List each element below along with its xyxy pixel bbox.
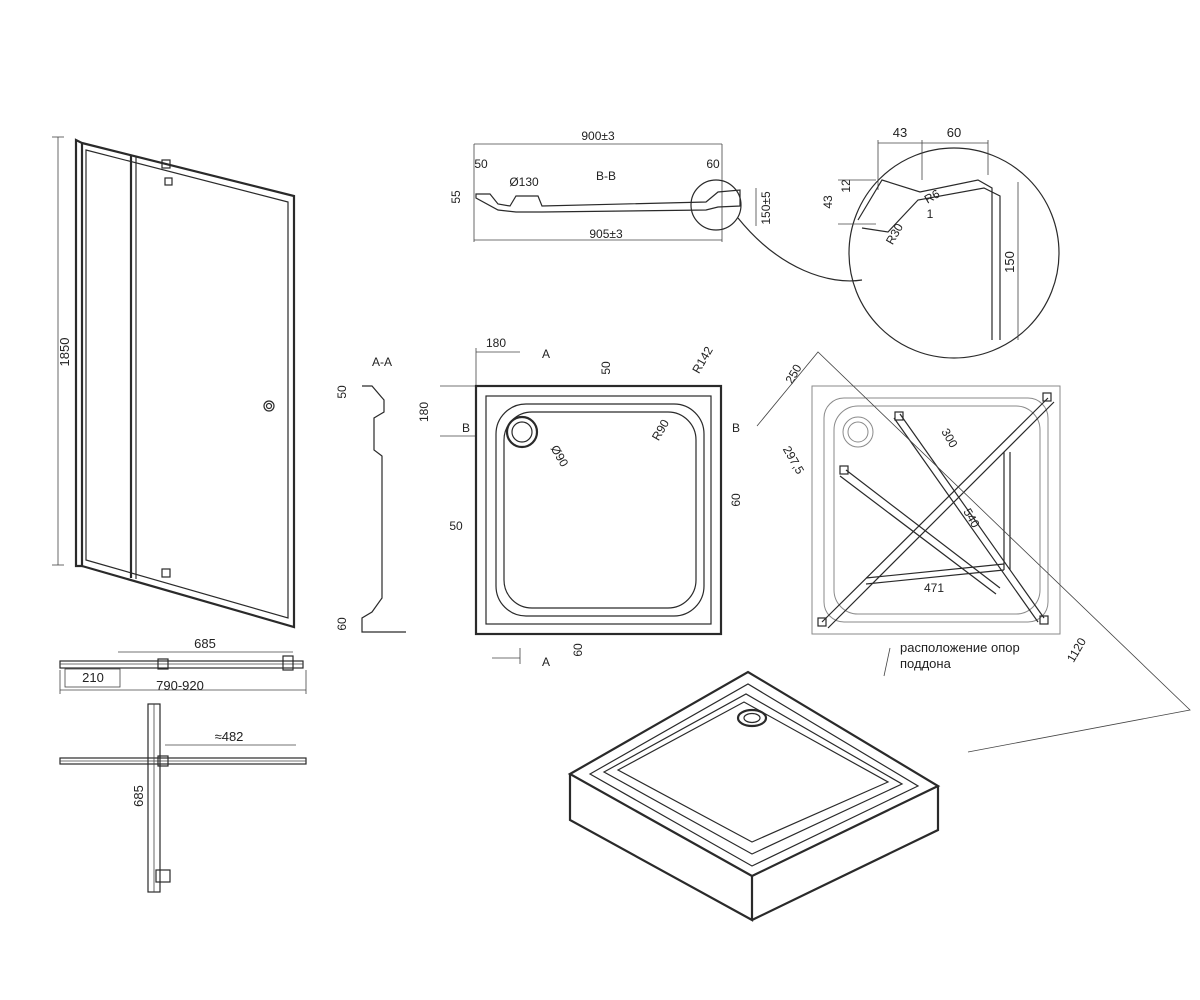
section-a-a: A-A 50 60 <box>335 355 406 633</box>
plan-r90: R90 <box>649 417 672 443</box>
supports-caption-2: поддона <box>900 656 952 671</box>
bb-height-dim: 55 <box>449 190 463 204</box>
plan-marker-a-bottom: A <box>542 655 550 669</box>
door-width-dim: 685 <box>194 636 216 651</box>
plan-drain: Ø90 <box>548 443 572 470</box>
plan-180-left: 180 <box>417 402 431 422</box>
supports-caption-1: расположение опор <box>900 640 1020 655</box>
supports-297: 297,5 <box>780 443 807 476</box>
detail-60-top: 60 <box>947 125 961 140</box>
fixed-panel-dim: 210 <box>82 670 104 685</box>
aa-title: A-A <box>372 355 392 369</box>
tray-3d <box>567 670 941 922</box>
plan-marker-b-left: B <box>462 421 470 435</box>
tray-plan: 180 A A B B 180 50 R142 R90 Ø90 60 50 60 <box>417 336 743 669</box>
plan-marker-b-right: B <box>732 421 740 435</box>
door-plan-open: ≈482 685 <box>59 703 307 893</box>
plan-r142: R142 <box>689 344 716 376</box>
supports-1120: 1120 <box>1064 635 1089 665</box>
plan-60-bottom: 60 <box>571 643 585 657</box>
bb-drain-dim: Ø130 <box>509 175 539 189</box>
swing-offset-dim: ≈482 <box>215 729 244 744</box>
plan-marker-a-top: A <box>542 347 550 361</box>
detail-r6: R6 <box>922 186 943 206</box>
section-b-b: 900±3 B-B 50 60 55 Ø130 905±3 150±5 <box>449 129 863 282</box>
detail-view: 43 60 12 43 R6 1 R30 150 <box>821 125 1060 359</box>
bb-right-dim: 60 <box>706 157 720 171</box>
detail-one: 1 <box>927 207 934 221</box>
width-range-dim: 790-920 <box>156 678 204 693</box>
bb-depth-dim: 150±5 <box>759 191 773 225</box>
bb-title: B-B <box>596 169 616 183</box>
supports-471: 471 <box>924 581 944 595</box>
bb-bottom-dim: 905±3 <box>589 227 623 241</box>
supports-300: 300 <box>938 426 960 451</box>
plan-50-top: 50 <box>599 361 613 375</box>
detail-43-left: 43 <box>821 195 835 209</box>
door-plan-closed: 685 210 790-920 <box>59 636 307 694</box>
detail-150: 150 <box>1002 251 1017 273</box>
bb-left-dim: 50 <box>474 157 488 171</box>
detail-12: 12 <box>839 179 853 193</box>
aa-top-dim: 50 <box>335 385 349 399</box>
plan-50-left: 50 <box>449 519 463 533</box>
plan-60-right: 60 <box>729 493 743 507</box>
aa-bottom-dim: 60 <box>335 617 349 631</box>
supports-250: 250 <box>782 362 804 387</box>
detail-43-top: 43 <box>893 125 907 140</box>
door-elevation: 1850 <box>52 136 296 629</box>
supports-plan: 250 297,5 300 540 471 1120 расположение … <box>756 351 1191 753</box>
door-height-dim: 1850 <box>57 338 72 367</box>
swing-depth-dim: 685 <box>131 785 146 807</box>
plan-180-top: 180 <box>486 336 506 350</box>
detail-r30: R30 <box>883 221 906 247</box>
bb-top-dim: 900±3 <box>581 129 615 143</box>
